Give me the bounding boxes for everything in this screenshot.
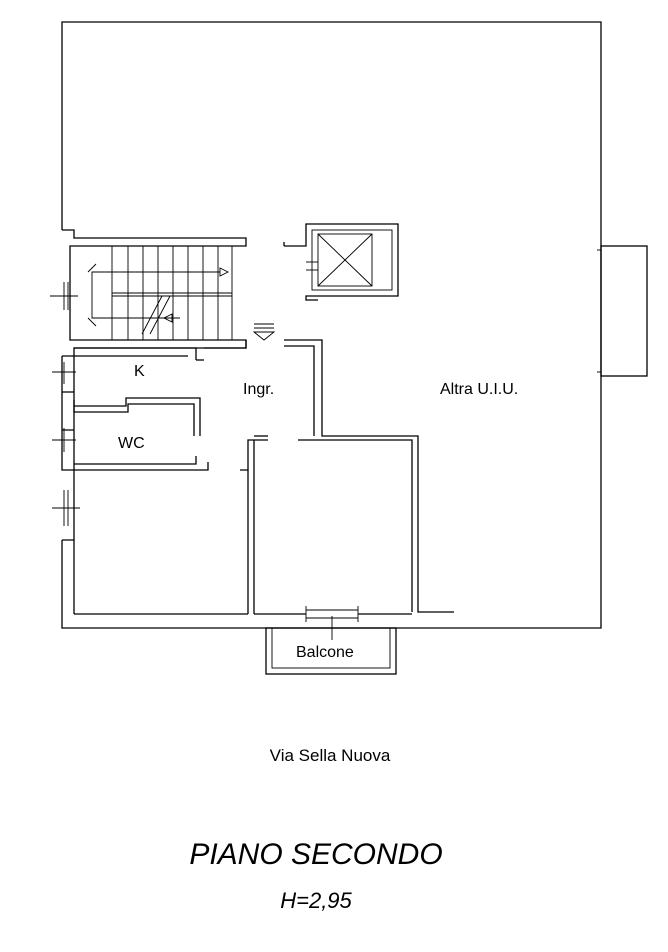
bathroom-label: WC [118, 435, 145, 452]
balcony-label: Balcone [296, 644, 354, 661]
ceiling-height: H=2,95 [280, 888, 352, 913]
street-label: Via Sella Nuova [270, 746, 391, 765]
interior-walls [73, 339, 454, 640]
floor-title: PIANO SECONDO [189, 838, 442, 871]
balcony [265, 627, 397, 675]
staircase [70, 245, 233, 341]
right-projection [600, 245, 648, 377]
entrance-label: Ingr. [243, 381, 274, 398]
entrance-marker [252, 323, 276, 341]
other-unit-label: Altra U.I.U. [440, 381, 518, 398]
elevator [283, 223, 399, 301]
outer-walls [61, 21, 648, 629]
kitchen-label: K [134, 363, 145, 380]
